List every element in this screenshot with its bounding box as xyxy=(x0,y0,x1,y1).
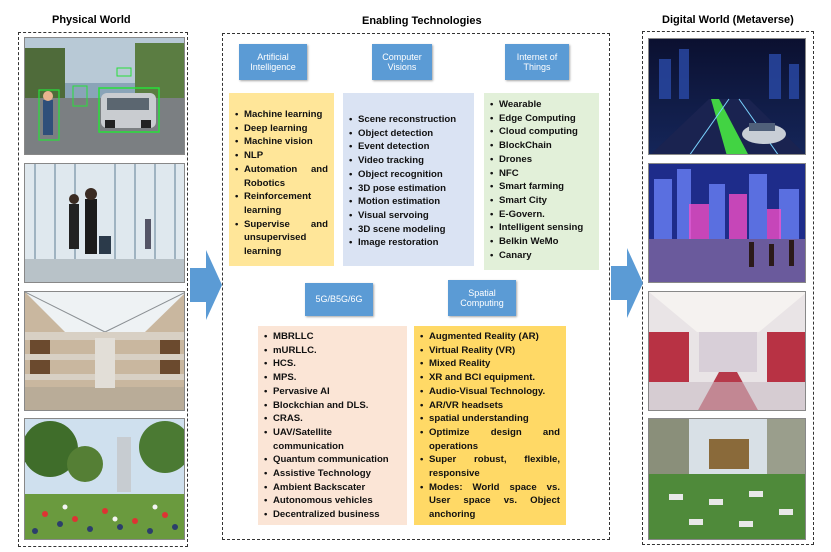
spatial-list-item: Optimize design and operations xyxy=(420,426,560,453)
ai-list-item: Supervise and unsupervised learning xyxy=(235,218,328,259)
digital-highway-car-image xyxy=(648,38,806,155)
tag-5g-b5g-6g: 5G/B5G/6G xyxy=(305,283,373,316)
digital-world-header: Digital World (Metaverse) xyxy=(662,14,794,26)
ai-list-item: NLP xyxy=(235,149,328,163)
digital-virtual-park-image xyxy=(648,418,806,540)
g5-list-item: Ambient Backscater xyxy=(264,481,401,495)
cv-list-item: Image restoration xyxy=(349,236,468,250)
spatial-list-item: Super robust, flexible, responsive xyxy=(420,453,560,480)
g5-list-item: UAV/Satellite communication xyxy=(264,426,401,453)
iot-list-item: Belkin WeMo xyxy=(490,235,593,249)
spatial-list-item: Virtual Reality (VR) xyxy=(420,344,560,358)
iot-list-item: Intelligent sensing xyxy=(490,221,593,235)
g5-list-item: Quantum communication xyxy=(264,453,401,467)
cv-list-item: 3D pose estimation xyxy=(349,182,468,196)
iot-list-item: Wearable xyxy=(490,98,593,112)
g5-list-item: CRAS. xyxy=(264,412,401,426)
tag-artificial-intelligence: Artificial Intelligence xyxy=(239,44,307,80)
spatial-list-item: XR and BCI equipment. xyxy=(420,371,560,385)
arrow-physical-to-enabling xyxy=(190,250,222,320)
cv-list-item: 3D scene modeling xyxy=(349,223,468,237)
iot-list-item: Drones xyxy=(490,153,593,167)
iot-list-item: Edge Computing xyxy=(490,112,593,126)
spatial-list-item: Audio-Visual Technology. xyxy=(420,385,560,399)
iot-list-item: BlockChain xyxy=(490,139,593,153)
park-crowd-photo xyxy=(24,418,185,540)
tag-spatial-computing: Spatial Computing xyxy=(448,280,516,316)
cv-list-item: Scene reconstruction xyxy=(349,113,468,127)
g5-list-item: mURLLC. xyxy=(264,344,401,358)
iot-list-item: NFC xyxy=(490,167,593,181)
cv-list-item: Visual servoing xyxy=(349,209,468,223)
spatial-list-item: Augmented Reality (AR) xyxy=(420,330,560,344)
spatial-list-item: spatial understanding xyxy=(420,412,560,426)
cv-list-item: Video tracking xyxy=(349,154,468,168)
ai-list-item: Reinforcement learning xyxy=(235,190,328,217)
g5-list-item: Blockchian and DLS. xyxy=(264,399,401,413)
arrow-enabling-to-digital xyxy=(611,248,643,318)
digital-world-frame xyxy=(642,31,814,545)
g5-list-item: Autonomous vehicles xyxy=(264,494,401,508)
iot-list-item: E-Govern. xyxy=(490,208,593,222)
ai-list-box: Machine learningDeep learningMachine vis… xyxy=(229,93,334,266)
cv-list-item: Object recognition xyxy=(349,168,468,182)
g5-list-item: MBRLLC xyxy=(264,330,401,344)
g5-list-item: Pervasive AI xyxy=(264,385,401,399)
g5-list-item: Assistive Technology xyxy=(264,467,401,481)
g5-list-item: HCS. xyxy=(264,357,401,371)
tag-computer-visions: Computer Visions xyxy=(372,44,432,80)
spatial-list-item: AR/VR headsets xyxy=(420,399,560,413)
spatial-list-item: Modes: World space vs. User space vs. Ob… xyxy=(420,481,560,522)
cv-list-item: Event detection xyxy=(349,140,468,154)
spatial-list-box: Augmented Reality (AR)Virtual Reality (V… xyxy=(414,326,566,525)
iot-list-item: Smart City xyxy=(490,194,593,208)
iot-list-item: Smart farming xyxy=(490,180,593,194)
physical-world-header: Physical World xyxy=(52,14,131,26)
spatial-list-item: Mixed Reality xyxy=(420,357,560,371)
tag-internet-of-things: Internet of Things xyxy=(505,44,569,80)
digital-neon-city-image xyxy=(648,163,806,283)
iot-list-item: Cloud computing xyxy=(490,125,593,139)
iot-list-item: Canary xyxy=(490,249,593,263)
g5-list-box: MBRLLCmURLLC.HCS.MPS.Pervasive AIBlockch… xyxy=(258,326,407,525)
cv-list-box: Scene reconstructionObject detectionEven… xyxy=(343,93,474,266)
g5-list-item: Decentralized business xyxy=(264,508,401,522)
shopping-mall-photo xyxy=(24,291,185,411)
ai-list-item: Deep learning xyxy=(235,122,328,136)
ai-list-item: Machine learning xyxy=(235,108,328,122)
enabling-technologies-frame xyxy=(222,33,610,540)
cv-list-item: Object detection xyxy=(349,127,468,141)
ai-list-item: Automation and Robotics xyxy=(235,163,328,190)
airport-walkers-photo xyxy=(24,163,185,283)
ai-list-item: Machine vision xyxy=(235,135,328,149)
enabling-technologies-header: Enabling Technologies xyxy=(362,15,482,27)
physical-world-frame xyxy=(18,32,188,547)
cv-list-item: Motion estimation xyxy=(349,195,468,209)
g5-list-item: MPS. xyxy=(264,371,401,385)
digital-mall-image xyxy=(648,291,806,411)
iot-list-box: WearableEdge ComputingCloud computingBlo… xyxy=(484,93,599,270)
traffic-photo xyxy=(24,37,185,155)
